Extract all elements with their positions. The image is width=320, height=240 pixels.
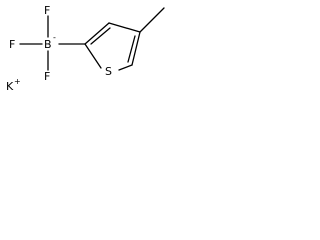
potassium-charge: +	[14, 77, 21, 86]
boron-charge: -	[53, 33, 56, 42]
structure-canvas: B - F F F S K +	[0, 0, 184, 96]
potassium-label: K	[6, 80, 14, 93]
fluorine-left-label: F	[9, 38, 15, 51]
boron-label: B	[44, 38, 52, 51]
bond-c4-methyl	[139, 7, 165, 33]
fluorine-top-label: F	[44, 4, 50, 17]
bond-c4-c5-double	[127, 35, 136, 63]
molecule-structure-drawing: B - F F F S K +	[6, 4, 165, 93]
bond-c2-c3	[84, 22, 110, 45]
bond-c4-c5	[131, 31, 141, 66]
sulfur-label: S	[105, 65, 112, 78]
bond-c3-c4	[108, 22, 141, 33]
bond-c5-s	[118, 64, 133, 71]
bond-s-c2	[84, 43, 102, 69]
fluorine-bottom-label: F	[44, 70, 50, 83]
bond-c2-c3-double	[90, 27, 111, 45]
